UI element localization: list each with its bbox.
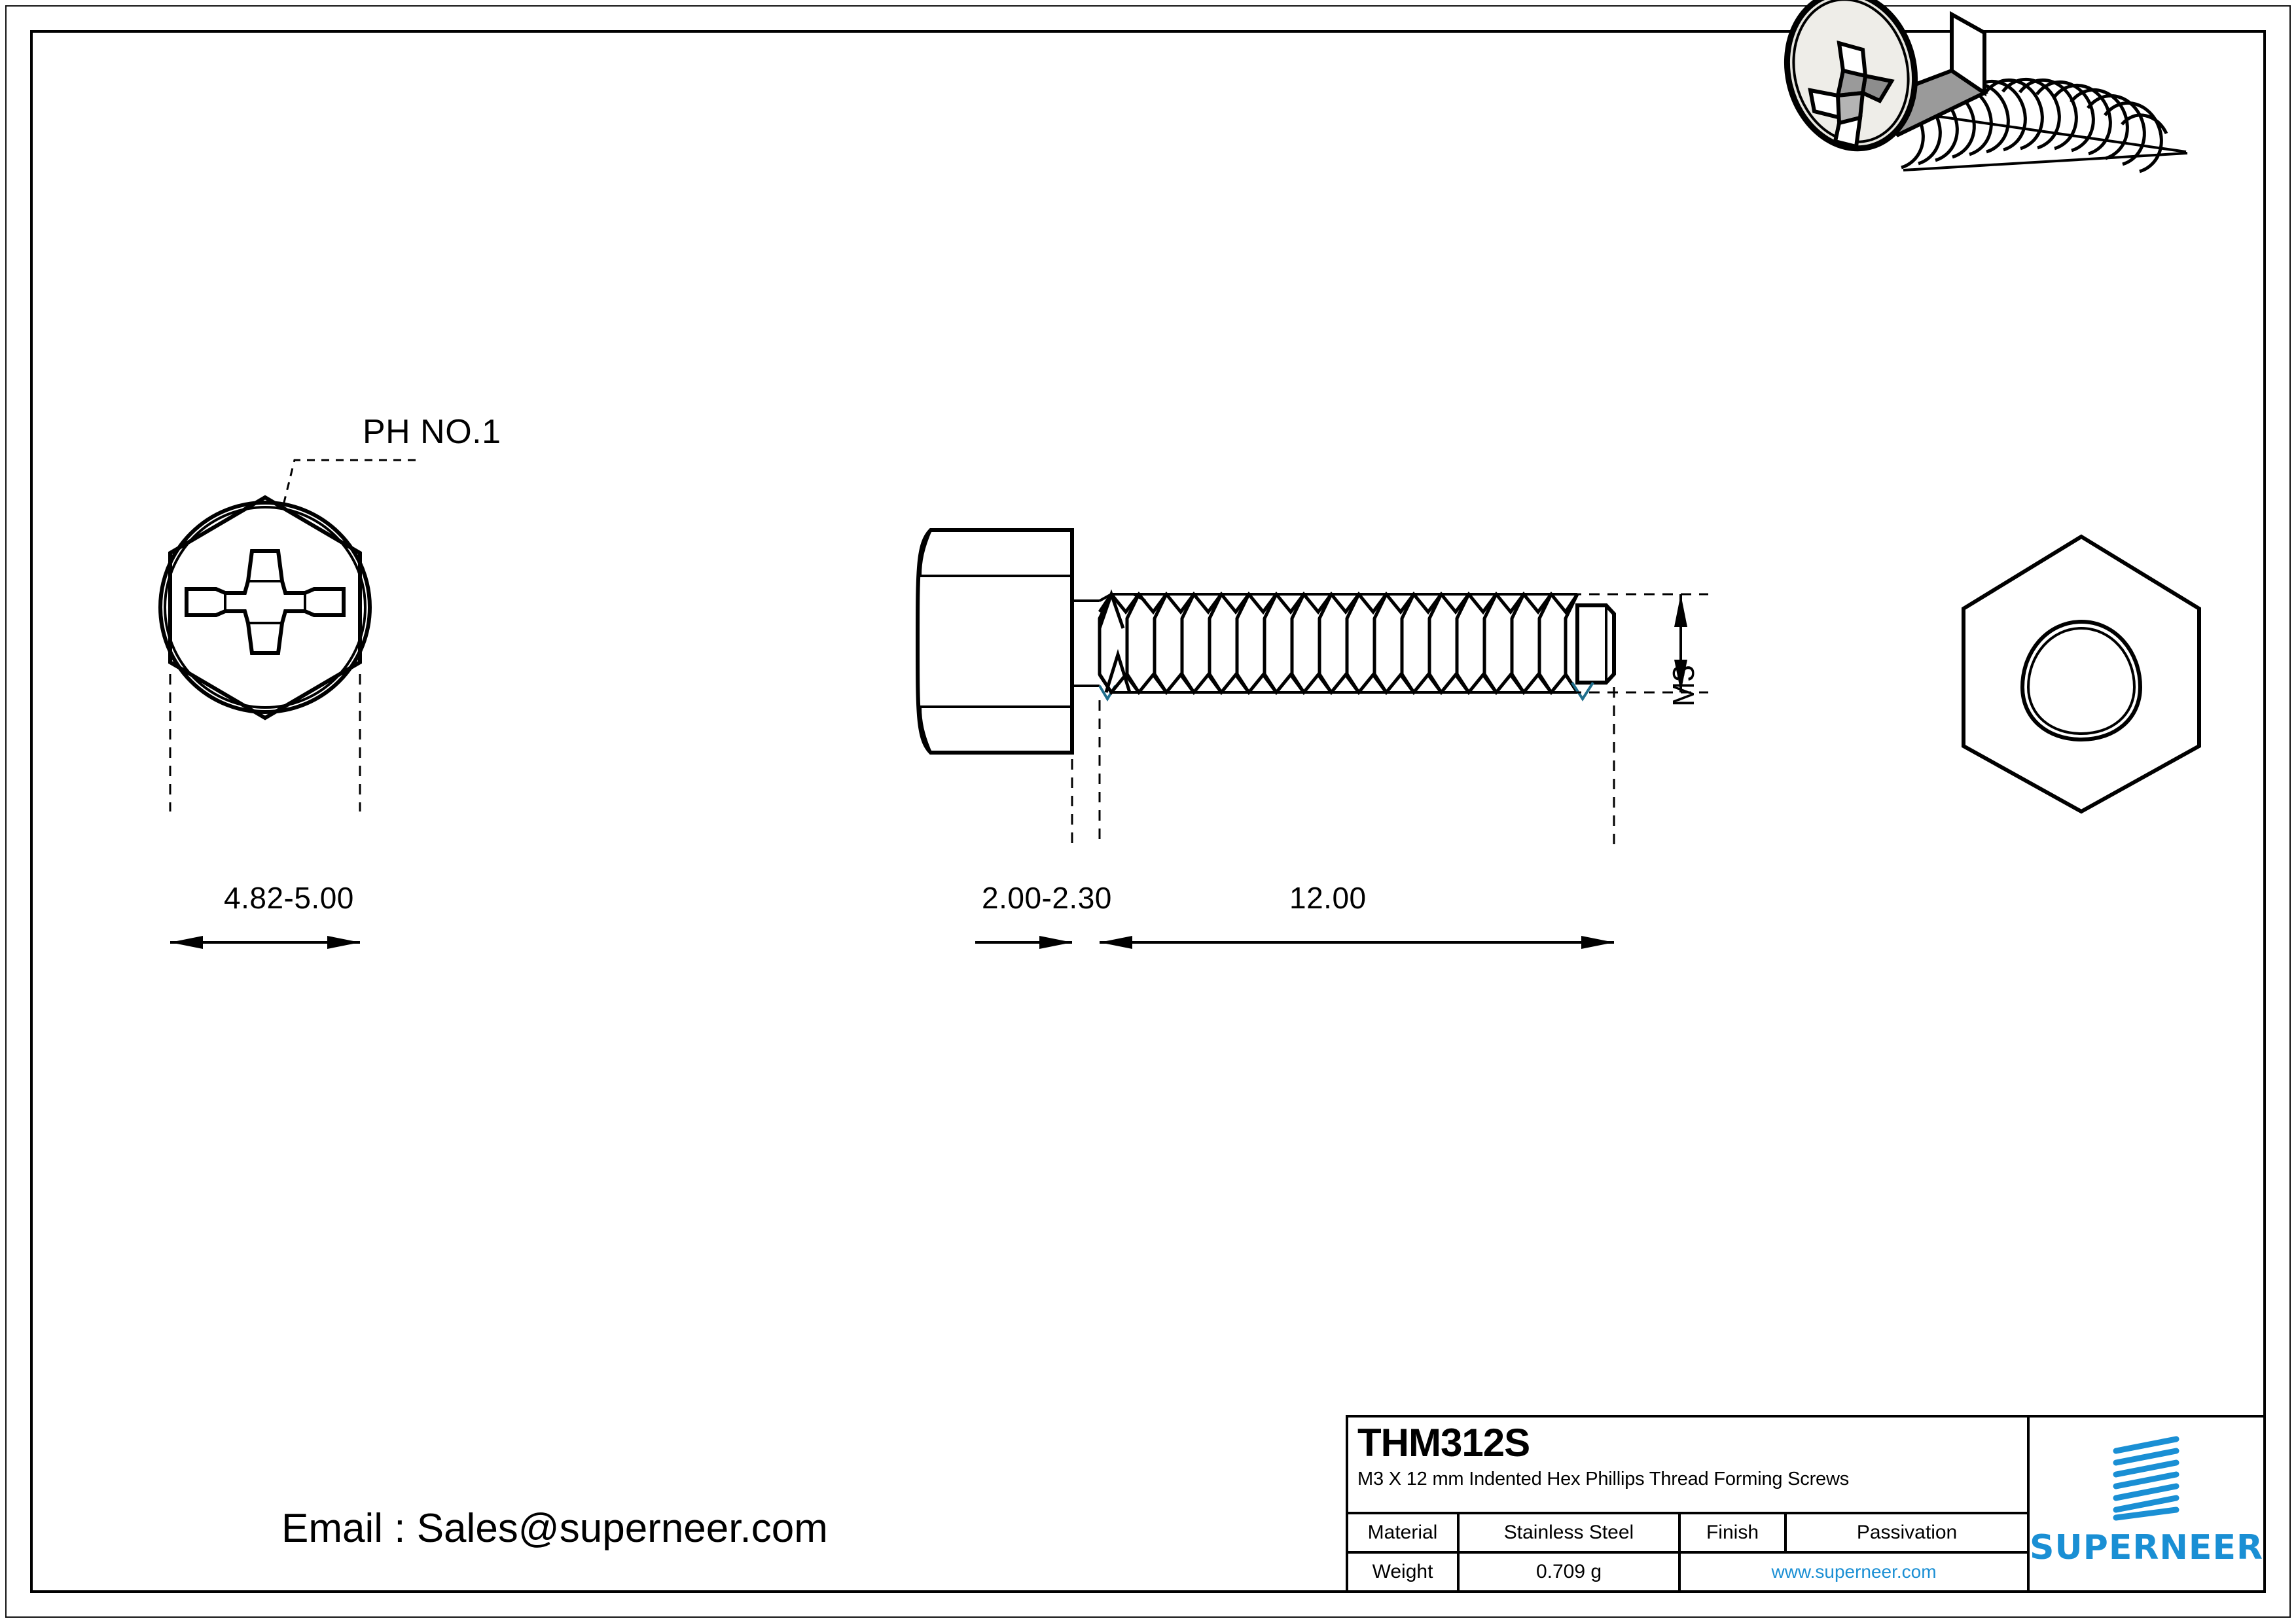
thread-profile-lines (1098, 593, 1579, 694)
head-width-dimension-text: 4.82-5.00 (224, 881, 354, 915)
iso-phillips-recess (1808, 40, 1895, 149)
hex-outline (168, 495, 362, 721)
thread-crest-zigzag (1098, 591, 1579, 696)
dim-arrow-left (170, 936, 203, 949)
part-number: THM312S (1357, 1421, 1530, 1465)
phillips-cross-inner-lines (224, 580, 306, 624)
thread-envelope (1099, 593, 1577, 694)
sheet-outer-border (5, 5, 2291, 1618)
m3-arrow-bottom (1674, 660, 1687, 692)
title-block-description-area: THM312S M3 X 12 mm Indented Hex Phillips… (1348, 1418, 2028, 1514)
screw-shoulder (1072, 599, 1100, 687)
title-block: THM312S M3 X 12 mm Indented Hex Phillips… (1346, 1415, 2266, 1593)
head-circle-inner (164, 506, 367, 709)
thread-size-label: M3 (1666, 665, 1700, 707)
material-value: Stainless Steel (1460, 1514, 1681, 1551)
iso-thread-body (1865, 78, 2188, 173)
title-block-left: THM312S M3 X 12 mm Indented Hex Phillips… (1348, 1418, 2030, 1590)
ph-recess-callout-text: PH NO.1 (363, 413, 501, 451)
screw-side-view (903, 524, 1715, 844)
contact-email: Email : Sales@superneer.com (281, 1506, 828, 1551)
website-link[interactable]: www.superneer.com (1771, 1561, 1937, 1582)
weight-label: Weight (1348, 1554, 1460, 1590)
side-view-dimension-row (903, 916, 1715, 955)
weight-row: Weight 0.709 g www.superneer.com (1348, 1554, 2027, 1590)
part-description: M3 X 12 mm Indented Hex Phillips Thread … (1357, 1469, 1850, 1490)
head-circle-outer (158, 501, 372, 714)
thread-runout-end (1571, 681, 1594, 702)
hex-trilobular-bottom-view (1924, 530, 2238, 818)
m3-dimension (1571, 593, 1708, 694)
trilobular-hole-outer (2020, 619, 2143, 742)
iso-hex-top-face (1950, 10, 1986, 97)
drawing-frame (30, 30, 2266, 1593)
trilobular-hole-inner (2026, 626, 2136, 736)
brand-wordmark: SUPERNEER (2030, 1528, 2263, 1567)
thread-end-tip (1575, 603, 1616, 685)
thread-length-dimension-text: 12.00 (1289, 881, 1367, 915)
m3-arrow-top (1674, 594, 1687, 627)
head-height-dimension-text: 2.00-2.30 (982, 881, 1112, 915)
hex-head-phillips-top-view (98, 393, 465, 812)
head-width-dimension (98, 916, 465, 955)
threadlength-arrow-right (1581, 936, 1614, 949)
superneer-logo-icon (2113, 1436, 2179, 1521)
hex-head-side-profile (916, 528, 1074, 755)
material-row: Material Stainless Steel Finish Passivat… (1348, 1514, 2028, 1554)
hex-nut-outline (1962, 534, 2201, 814)
finish-label: Finish (1681, 1514, 1787, 1551)
finish-value: Passivation (1856, 1522, 1958, 1543)
brand-area: SUPERNEER (2030, 1418, 2263, 1590)
screw-isometric-view (1767, 0, 2284, 183)
material-label: Material (1348, 1514, 1460, 1551)
headheight-arrow-right (1039, 936, 1072, 949)
dim-arrow-right (327, 936, 360, 949)
weight-value: 0.709 g (1460, 1554, 1681, 1590)
